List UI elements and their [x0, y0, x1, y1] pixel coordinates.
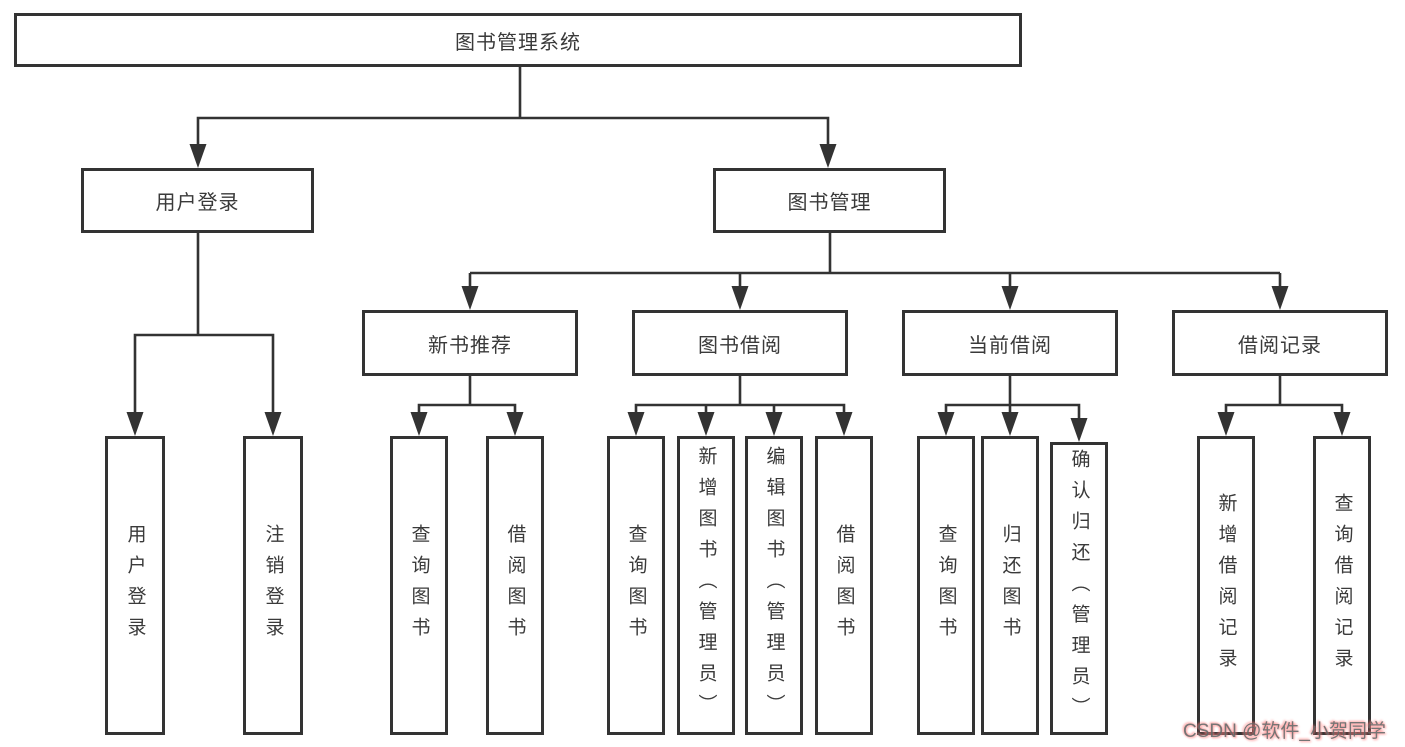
leaf-confirm-return-admin-label: 确认归还（管理员）	[1068, 449, 1090, 728]
connector-user-login-to-leaves	[126, 233, 282, 436]
leaf-borrow-books-recommend: 借阅图书	[486, 436, 544, 735]
node-current-borrow: 当前借阅	[902, 310, 1118, 376]
leaf-query-books-borrow-label: 查询图书	[625, 523, 647, 648]
leaf-user-login: 用户登录	[105, 436, 165, 735]
leaf-query-books-borrow: 查询图书	[607, 436, 665, 735]
node-root-label: 图书管理系统	[455, 31, 581, 54]
connector-root-to-level2	[189, 67, 837, 168]
leaf-logout: 注销登录	[243, 436, 303, 735]
leaf-query-borrow-record-label: 查询借阅记录	[1331, 492, 1353, 679]
leaf-edit-book-admin-label: 编辑图书（管理员）	[763, 446, 785, 725]
leaf-borrow-books-recommend-label: 借阅图书	[504, 523, 526, 648]
node-current-borrow-label: 当前借阅	[968, 334, 1052, 357]
leaf-return-book: 归还图书	[981, 436, 1039, 735]
leaf-confirm-return-admin: 确认归还（管理员）	[1050, 442, 1108, 735]
leaf-add-borrow-record-label: 新增借阅记录	[1215, 492, 1237, 679]
leaf-query-books-recommend-label: 查询图书	[408, 523, 430, 648]
leaf-add-book-admin-label: 新增图书（管理员）	[695, 446, 717, 725]
leaf-add-book-admin: 新增图书（管理员）	[677, 436, 735, 735]
leaf-borrow-books-label: 借阅图书	[833, 523, 855, 648]
node-root: 图书管理系统	[14, 13, 1022, 67]
leaf-edit-book-admin: 编辑图书（管理员）	[745, 436, 803, 735]
leaf-query-books-current-label: 查询图书	[935, 523, 957, 648]
node-book-borrow: 图书借阅	[632, 310, 848, 376]
connector-book-mgmt-to-level3	[461, 233, 1289, 310]
connector-new-book-to-leaves	[410, 376, 524, 436]
node-new-book-recommend: 新书推荐	[362, 310, 578, 376]
leaf-user-login-label: 用户登录	[124, 523, 146, 648]
leaf-add-borrow-record: 新增借阅记录	[1197, 436, 1255, 735]
node-book-management: 图书管理	[713, 168, 946, 233]
connector-current-borrow-to-leaves	[937, 376, 1088, 442]
node-book-management-label: 图书管理	[787, 192, 872, 214]
node-borrow-records-label: 借阅记录	[1238, 334, 1322, 357]
leaf-query-borrow-record: 查询借阅记录	[1313, 436, 1371, 735]
node-new-book-recommend-label: 新书推荐	[428, 334, 512, 357]
csdn-watermark: CSDN @软件_小贺同学	[1183, 721, 1386, 742]
connector-borrow-records-to-leaves	[1217, 376, 1351, 436]
node-book-borrow-label: 图书借阅	[698, 334, 782, 357]
leaf-return-book-label: 归还图书	[999, 523, 1021, 648]
node-borrow-records: 借阅记录	[1172, 310, 1388, 376]
leaf-query-books-current: 查询图书	[917, 436, 975, 735]
node-user-login: 用户登录	[81, 168, 314, 233]
leaf-borrow-books: 借阅图书	[815, 436, 873, 735]
leaf-logout-label: 注销登录	[262, 523, 284, 648]
connector-book-borrow-to-leaves	[627, 376, 853, 436]
leaf-query-books-recommend: 查询图书	[390, 436, 448, 735]
node-user-login-label: 用户登录	[155, 192, 240, 214]
